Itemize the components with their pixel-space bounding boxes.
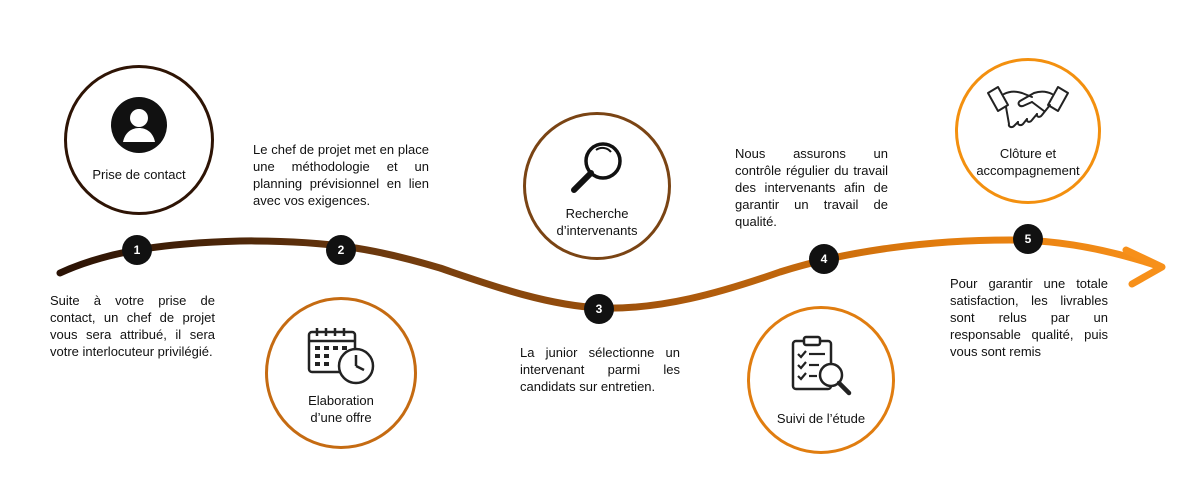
- step-5-marker: 5: [1013, 224, 1043, 254]
- step-1-description: Suite à votre prise de contact, un chef …: [50, 293, 215, 359]
- step-3-description: La junior sélectionne un intervenant par…: [520, 345, 680, 394]
- step-3-circle: Recherche d’intervenants: [523, 112, 671, 260]
- handshake-icon: [987, 86, 1069, 129]
- step-3-marker: 3: [584, 294, 614, 324]
- step-5-circle: Clôture et accompagnement: [955, 58, 1101, 204]
- user-icon: [111, 97, 167, 153]
- step-1-marker: 1: [122, 235, 152, 265]
- step-1-title: Prise de contact: [92, 167, 186, 182]
- step-3-title: Recherche d’intervenants: [556, 206, 638, 238]
- step-2-circle: Elaboration d’une offre: [265, 297, 417, 449]
- arrow-head-icon: [1122, 246, 1166, 288]
- step-4-title: Suivi de l’étude: [776, 411, 866, 426]
- step-4-description: Nous assurons un contrôle régulier du tr…: [735, 146, 888, 229]
- step-5-description: Pour garantir une totale satisfaction, l…: [950, 276, 1108, 359]
- step-2-title: Elaboration d’une offre: [308, 393, 374, 425]
- step-1-circle: Prise de contact: [64, 65, 214, 215]
- step-4-circle: Suivi de l’étude: [747, 306, 895, 454]
- checklist-search-icon: [791, 335, 852, 396]
- step-2-marker: 2: [326, 235, 356, 265]
- magnifier-icon: [571, 142, 622, 193]
- step-4-marker: 4: [809, 244, 839, 274]
- calendar-clock-icon: [307, 328, 375, 385]
- step-5-title: Clôture et accompagnement: [976, 146, 1080, 178]
- step-2-description: Le chef de projet met en place une métho…: [253, 142, 429, 208]
